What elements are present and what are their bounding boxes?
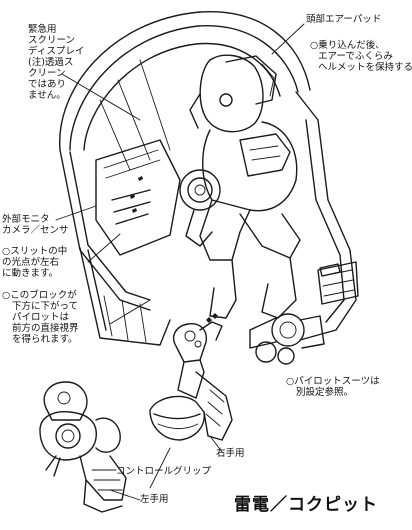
sheet-title: 雷電／コクピット xyxy=(234,490,378,515)
external-monitor-line: 外部モニタ xyxy=(2,214,50,225)
left-hand-label: 左手用 xyxy=(140,494,169,505)
title-name: 雷電 xyxy=(234,495,270,515)
block-note-line: を得られます。 xyxy=(12,334,78,345)
block-note-line: 下方に下がって xyxy=(12,301,79,312)
screen-note: 緊急用 スクリーン ディスプレイ (注)透過ス クリーン ではあり ません。 xyxy=(28,24,84,101)
pilot-suit-note: ○パイロットスーツは 別設定参照。 xyxy=(286,376,380,398)
left-grip-drawing xyxy=(39,381,127,513)
screen-note-line: スクリーン xyxy=(28,35,76,46)
pilot-suit-note-line: 別設定参照。 xyxy=(296,387,354,398)
external-monitor-line: カメラ／センサ xyxy=(2,225,69,236)
block-note-line: パイロットは xyxy=(12,312,70,323)
cockpit-shell-drawing xyxy=(59,11,311,346)
head-pad-note-line: エアーでふくらみ xyxy=(318,51,393,62)
block-note-line: ○このブロックが xyxy=(2,290,77,301)
title-separator: ／ xyxy=(270,495,288,515)
side-frame-drawing xyxy=(295,91,359,341)
screen-note-line: (注)透過ス xyxy=(28,57,74,68)
right-hand-label: 右手用 xyxy=(216,448,245,459)
screen-note-line: ディスプレイ xyxy=(28,46,85,57)
block-note: ○このブロックが 下方に下がって パイロットは 前方の直接視界 を得られます。 xyxy=(2,290,79,345)
head-pad-note-line: ○乗り込んだ後、 xyxy=(310,40,385,51)
title-subject: コクピット xyxy=(288,495,378,515)
screen-note-line: 緊急用 xyxy=(28,24,57,35)
external-monitor-label: 外部モニタ カメラ／センサ xyxy=(2,214,69,236)
slit-note: ○スリットの中 の光点が左右 に動きます。 xyxy=(2,246,67,279)
head-pad-note: ○乗り込んだ後、 エアーでふくらみ ヘルメットを保持する。 xyxy=(310,40,412,73)
screen-note-line: クリーン xyxy=(28,68,66,79)
pilot-suit-note-line: ○パイロットスーツは xyxy=(286,376,380,387)
block-note-line: 前方の直接視界 xyxy=(12,323,79,334)
screen-note-line: ではあり xyxy=(28,79,67,90)
control-grip-label: コントロールグリップ xyxy=(116,466,212,477)
screen-note-line: ません。 xyxy=(28,90,66,101)
pilot-figure-drawing xyxy=(179,54,325,365)
slit-note-line: ○スリットの中 xyxy=(2,246,68,257)
right-grip-drawing xyxy=(149,313,233,441)
annotation-leader-lines xyxy=(55,23,305,501)
slit-note-line: の光点が左右 xyxy=(2,257,60,268)
head-pad-note-line: ヘルメットを保持する。 xyxy=(318,62,412,73)
head-pad-label: 頭部エアーパッド xyxy=(306,14,382,25)
slit-note-line: に動きます。 xyxy=(2,268,59,279)
